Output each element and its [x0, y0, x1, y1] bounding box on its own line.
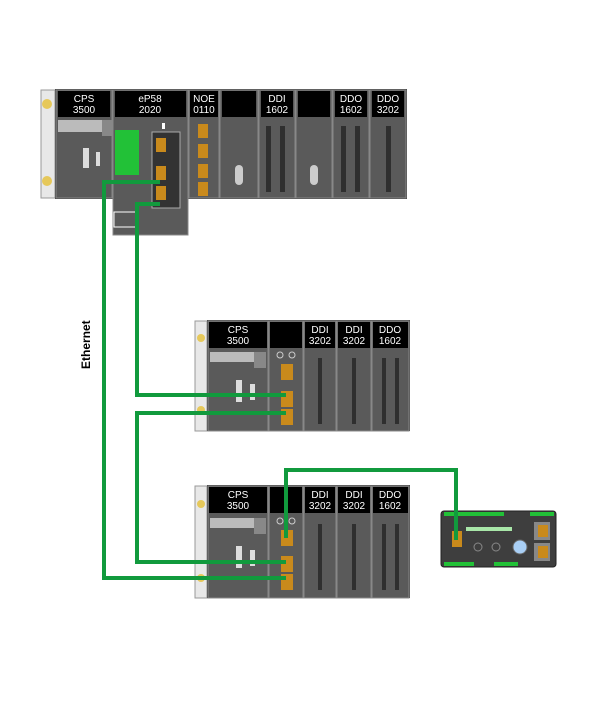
ethernet-port-icon[interactable]	[281, 364, 293, 380]
ethernet-port-icon[interactable]	[198, 164, 208, 178]
module-ddo[interactable]: DDO 1602	[371, 485, 410, 599]
connector-icon	[310, 165, 318, 185]
connector-icon	[83, 148, 89, 168]
ethernet-cable[interactable]	[135, 411, 286, 564]
screw-icon	[197, 500, 205, 508]
ethernet-port-icon[interactable]	[156, 138, 166, 152]
screw-icon	[197, 334, 205, 342]
module-ddo[interactable]: DDO 1602	[371, 320, 410, 432]
module-cpu[interactable]: eP58 2020	[112, 89, 189, 236]
module-label-line1: DDO	[379, 325, 401, 336]
memory-card-slot	[115, 130, 139, 175]
module-label-line2: 3202	[377, 105, 400, 116]
ethernet-port-icon[interactable]	[198, 182, 208, 196]
module-label-line1: DDI	[311, 325, 328, 336]
module-label-line1: DDI	[311, 490, 328, 501]
ethernet-port-icon[interactable]	[198, 124, 208, 138]
module-label-line1: DDI	[345, 490, 362, 501]
ethernet-label: Ethernet	[79, 320, 93, 369]
module-label-line1: DDO	[340, 94, 362, 105]
ethernet-cable[interactable]	[135, 202, 286, 397]
module-label-line1: NOE	[193, 94, 215, 105]
status-led-icon	[512, 539, 528, 555]
module-label-line2: 1602	[266, 105, 289, 116]
module-label-line2: 2020	[139, 105, 162, 116]
module-label-line1: CPS	[228, 490, 249, 501]
module-label-line2: 0110	[193, 105, 215, 116]
module-label-line2: 1602	[379, 501, 402, 512]
ethernet-port-icon[interactable]	[156, 186, 166, 200]
module-label-line2: 3500	[73, 105, 96, 116]
ethernet-port-icon[interactable]	[538, 546, 548, 558]
distributed-io-device[interactable]	[440, 510, 557, 568]
screw-icon	[42, 176, 52, 186]
module-ddo[interactable]: DDO 1602	[332, 89, 370, 199]
module-empty[interactable]	[219, 89, 259, 199]
module-label-line1: DDO	[377, 94, 399, 105]
remote-rack-2: CPS 3500 DDI 3202 DDI 3202	[194, 485, 410, 599]
module-ddi[interactable]: DDI 3202	[303, 485, 337, 599]
module-ddi[interactable]: DDI 3202	[336, 485, 372, 599]
module-label-line1: CPS	[228, 325, 249, 336]
ethernet-port-icon[interactable]	[156, 166, 166, 180]
module-ddi[interactable]: DDI 3202	[336, 320, 372, 432]
ethernet-cable[interactable]	[102, 180, 286, 580]
module-ddo[interactable]: DDO 3202	[369, 89, 407, 199]
module-ddi[interactable]: DDI 1602	[258, 89, 296, 199]
module-noe[interactable]: NOE 0110	[188, 89, 220, 199]
ethernet-port-icon[interactable]	[198, 144, 208, 158]
module-label-line2: 3202	[309, 501, 332, 512]
module-label-line2: 3202	[343, 501, 366, 512]
module-label-line1: eP58	[138, 94, 162, 105]
module-label-line1: DDI	[268, 94, 285, 105]
module-comm[interactable]	[268, 320, 304, 432]
module-label-line1: DDO	[379, 490, 401, 501]
module-empty[interactable]	[295, 89, 333, 199]
module-ddi[interactable]: DDI 3202	[303, 320, 337, 432]
module-label-line2: 1602	[379, 336, 402, 347]
main-rack: CPS 3500 eP58 2020 NOE 0110	[40, 89, 407, 236]
screw-icon	[42, 99, 52, 109]
module-label-line1: DDI	[345, 325, 362, 336]
module-label-line2: 3500	[227, 336, 250, 347]
ethernet-port-icon[interactable]	[538, 525, 548, 537]
ethernet-cables	[102, 180, 458, 580]
module-label-line2: 1602	[340, 105, 363, 116]
connector-icon	[235, 165, 243, 185]
module-label-line2: 3202	[309, 336, 332, 347]
module-label-line2: 3500	[227, 501, 250, 512]
module-label-line1: CPS	[74, 94, 95, 105]
ethernet-cable[interactable]	[284, 468, 458, 540]
module-label-line2: 3202	[343, 336, 366, 347]
module-cps[interactable]: CPS 3500	[207, 485, 269, 599]
remote-rack-1: CPS 3500 DDI 3202 DDI 3202	[194, 320, 410, 432]
